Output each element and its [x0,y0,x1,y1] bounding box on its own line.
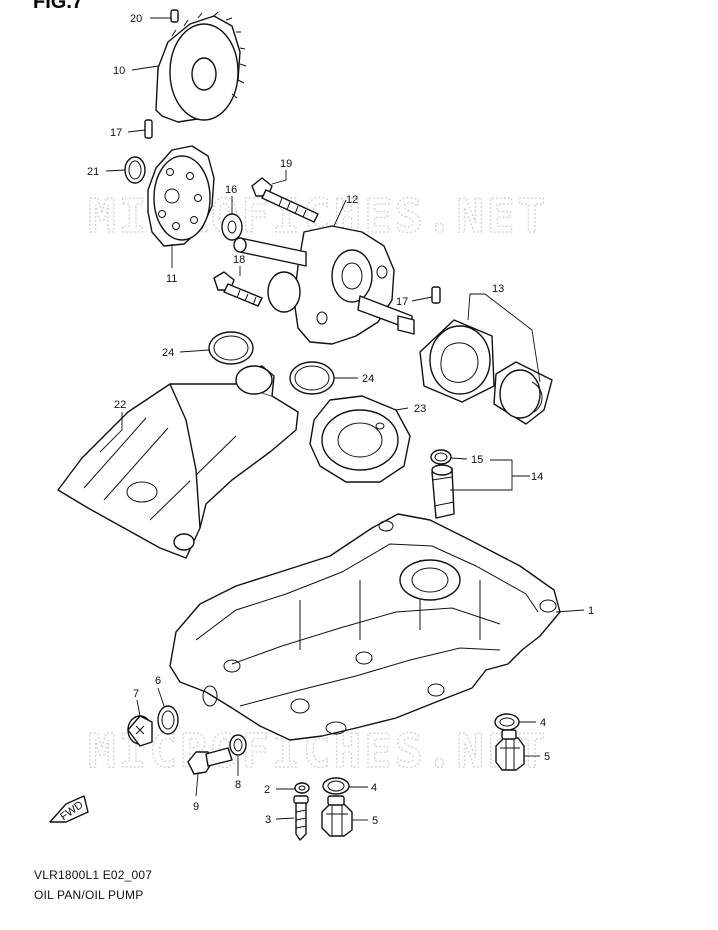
callout-1: 1 [588,605,594,617]
callout-14: 14 [531,471,543,483]
part-16-washer[interactable] [221,213,243,241]
model-code: VLR1800L1 E02_007 [34,868,153,882]
callout-17-lower: 17 [396,296,408,308]
callout-18: 18 [233,254,245,266]
part-10-oil-pump-driven-gear[interactable] [155,11,247,123]
callout-19: 19 [280,158,292,170]
part-3-bolt[interactable] [293,795,309,841]
callout-5-center: 5 [372,815,378,827]
callout-17-upper: 17 [110,127,122,139]
figure-title: FIG.7 [33,0,84,13]
callout-20: 20 [130,13,142,25]
callout-12: 12 [346,194,358,206]
part-20-pin[interactable] [170,9,179,23]
part-1-oil-pan[interactable] [169,513,561,741]
callout-21: 21 [87,166,99,178]
callout-4-right: 4 [540,717,546,729]
part-21-circlip[interactable] [124,156,146,184]
part-17-dowel-pin-upper[interactable] [144,119,153,139]
callout-15: 15 [471,454,483,466]
callout-23: 23 [414,403,426,415]
callout-4-center: 4 [371,782,377,794]
callout-11: 11 [166,273,177,285]
leader-lines [99,17,585,821]
callout-3: 3 [265,814,271,826]
part-5-drain-plug-right[interactable] [495,729,525,771]
part-11-oil-pump-drive-gear[interactable] [147,145,215,247]
callout-5-right: 5 [544,751,550,763]
callout-22: 22 [114,399,126,411]
part-2-washer[interactable] [294,782,310,794]
part-7-plug[interactable] [127,715,153,747]
callout-24-left: 24 [162,347,174,359]
part-23-oil-strainer[interactable] [309,395,411,483]
part-6-o-ring[interactable] [157,705,179,735]
callout-6: 6 [155,675,161,687]
part-24-o-ring-left[interactable] [208,331,254,365]
part-12-oil-pump-assembly[interactable] [233,225,415,345]
fwd-direction-arrow: FWD [49,795,89,823]
callout-2: 2 [264,784,270,796]
callout-24-right: 24 [362,373,374,385]
callout-8: 8 [235,779,241,791]
part-4-gasket-right[interactable] [494,713,520,731]
part-19-bolt[interactable] [251,177,319,223]
part-4-gasket-center[interactable] [322,777,350,795]
callout-9: 9 [193,801,199,813]
part-8-gasket[interactable] [229,734,247,756]
callout-16: 16 [225,184,237,196]
part-9-bolt[interactable] [187,747,233,775]
part-5-drain-plug-center[interactable] [321,795,353,837]
part-17-dowel-pin-lower[interactable] [431,286,441,304]
part-14-oil-pipe[interactable] [431,464,455,519]
part-18-bolt[interactable] [213,271,263,307]
part-13-rotor-set[interactable] [419,319,553,425]
part-15-o-ring[interactable] [430,449,452,465]
callout-7: 7 [133,688,139,700]
callout-13: 13 [492,283,504,295]
part-22-oil-pan-cover[interactable] [57,365,299,559]
callout-10: 10 [113,65,125,77]
section-title: OIL PAN/OIL PUMP [34,888,144,902]
part-24-o-ring-right[interactable] [289,361,335,395]
callout-numbers: 20 10 17 21 19 16 12 11 18 17 13 24 24 2… [87,13,594,827]
